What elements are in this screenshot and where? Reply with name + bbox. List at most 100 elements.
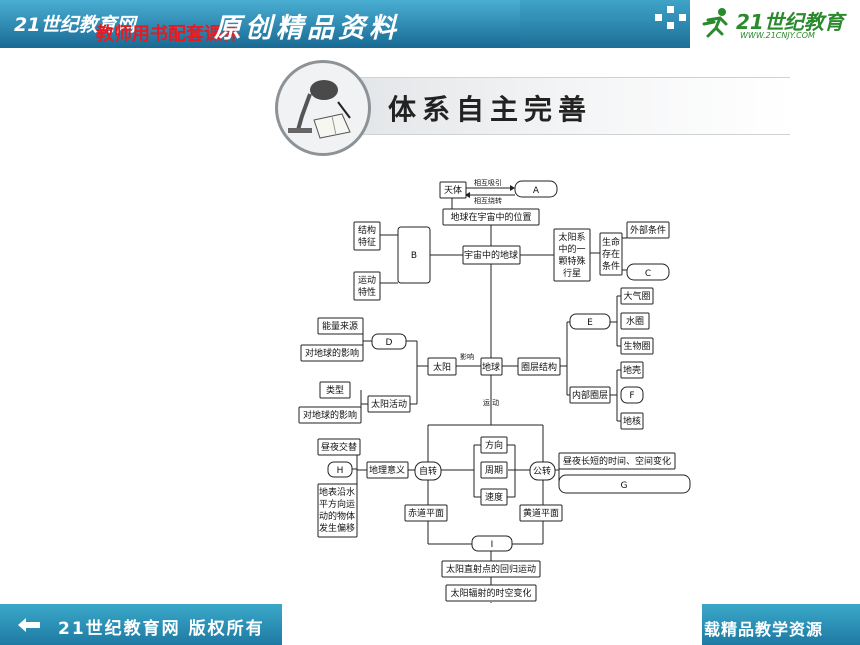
node-h: H <box>327 461 353 478</box>
node-g: G <box>558 474 691 494</box>
svg-text:动的物体: 动的物体 <box>319 510 355 522</box>
svg-text:颗特殊: 颗特殊 <box>558 255 585 267</box>
svg-text:能量来源: 能量来源 <box>322 320 358 332</box>
node-zhouqi: 周期 <box>480 461 508 479</box>
svg-text:特性: 特性 <box>358 286 376 298</box>
node-c: C <box>626 263 670 281</box>
logo[interactable]: 21世纪教育 WWW.21CNJY.COM <box>690 0 860 48</box>
node-weizhi: 地球在宇宙中的位置 <box>442 208 540 226</box>
svg-text:圈层结构: 圈层结构 <box>521 361 557 373</box>
label-xianghu-xiyin: 相互吸引 <box>474 178 502 187</box>
node-shuiquan: 水圈 <box>620 312 650 330</box>
svg-text:对地球的影响: 对地球的影响 <box>303 409 357 421</box>
svg-text:太阳辐射的时空变化: 太阳辐射的时空变化 <box>450 587 531 599</box>
node-zizhuan: 自转 <box>414 461 442 481</box>
svg-text:周期: 周期 <box>485 465 503 476</box>
svg-text:太阳活动: 太阳活动 <box>371 398 407 410</box>
svg-text:生命: 生命 <box>602 236 620 248</box>
node-dihe: 地核 <box>620 412 644 430</box>
desk-lamp-icon <box>288 80 351 139</box>
svg-text:天体: 天体 <box>444 184 462 196</box>
node-yingxiang2: 对地球的影响 <box>298 406 362 424</box>
node-zhouye-changduan: 昼夜长短的时间、空间变化 <box>558 452 676 470</box>
svg-text:E: E <box>587 318 593 328</box>
runner-icon <box>702 8 728 38</box>
svg-text:外部条件: 外部条件 <box>630 224 666 236</box>
back-arrow-icon[interactable] <box>18 618 40 632</box>
svg-text:水圈: 水圈 <box>626 315 644 327</box>
node-huodong: 太阳活动 <box>367 395 411 413</box>
node-nengliang: 能量来源 <box>317 317 364 335</box>
svg-text:公转: 公转 <box>533 465 551 477</box>
node-dili-yiyi: 地理意义 <box>366 461 409 479</box>
svg-text:I: I <box>491 540 494 550</box>
svg-text:G: G <box>621 481 628 491</box>
footer-copyright: 21世纪教育网 版权所有 <box>58 619 265 639</box>
node-diqiao: 地壳 <box>620 361 644 379</box>
svg-text:内部圈层: 内部圈层 <box>572 389 608 401</box>
section-title: 体系自主完善 <box>388 93 593 126</box>
footer-resources: 载精品教学资源 <box>704 620 824 639</box>
node-yuzhou-diqiu: 宇宙中的地球 <box>462 245 521 265</box>
svg-text:自转: 自转 <box>419 465 437 477</box>
node-e: E <box>569 313 611 330</box>
svg-text:中的一: 中的一 <box>558 243 585 255</box>
svg-text:A: A <box>533 186 540 196</box>
node-gongzhuan: 公转 <box>529 461 556 481</box>
node-yingxiang1: 对地球的影响 <box>300 344 364 362</box>
node-fangxiang: 方向 <box>480 436 508 454</box>
node-leixing: 类型 <box>319 381 351 399</box>
site-slogan: 原创精品资料 <box>214 13 400 44</box>
svg-text:方向: 方向 <box>485 439 503 451</box>
svg-text:存在: 存在 <box>602 248 620 260</box>
svg-text:D: D <box>386 338 393 348</box>
footer-overlay <box>282 603 702 645</box>
logo-url: WWW.21CNJY.COM <box>740 31 815 40</box>
svg-text:行星: 行星 <box>563 267 581 279</box>
svg-text:地核: 地核 <box>623 415 641 427</box>
site-name: 21世纪教育网 <box>14 14 136 36</box>
node-jiegou-tezheng: 结构 特征 <box>353 221 381 251</box>
node-zhouye: 昼夜交替 <box>317 438 361 456</box>
svg-text:地壳: 地壳 <box>623 364 641 376</box>
node-shengming: 生命 存在 条件 <box>599 232 623 276</box>
node-neibu: 内部圈层 <box>569 386 611 404</box>
svg-text:赤道平面: 赤道平面 <box>408 507 444 519</box>
node-chidao: 赤道平面 <box>404 504 448 522</box>
node-a: A <box>514 180 558 198</box>
svg-text:地球: 地球 <box>482 361 500 373</box>
svg-text:昼夜交替: 昼夜交替 <box>321 441 357 453</box>
label-yingxiang: 影响 <box>460 352 474 361</box>
svg-text:B: B <box>411 251 417 261</box>
svg-text:F: F <box>629 391 634 401</box>
svg-text:大气圈: 大气圈 <box>623 290 650 302</box>
svg-text:条件: 条件 <box>602 260 620 272</box>
node-daqi: 大气圈 <box>620 287 654 305</box>
section-banner <box>300 77 790 135</box>
logo-name: 21世纪教育 <box>736 10 844 34</box>
node-b: B <box>397 226 431 284</box>
node-yundong-texing: 运动 特性 <box>353 271 381 301</box>
svg-text:宇宙中的地球: 宇宙中的地球 <box>464 249 518 261</box>
node-taiyang: 太阳 <box>427 357 457 376</box>
svg-text:结构: 结构 <box>358 224 376 236</box>
svg-text:C: C <box>645 269 651 279</box>
node-teshu-xingxing: 太阳系 中的一 颗特殊 行星 <box>553 228 591 282</box>
svg-text:地球在宇宙中的位置: 地球在宇宙中的位置 <box>450 211 531 223</box>
label-yundong: 运 动 <box>483 398 499 407</box>
svg-text:太阳直射点的回归运动: 太阳直射点的回归运动 <box>446 563 536 575</box>
svg-text:速度: 速度 <box>485 491 503 503</box>
svg-text:运动: 运动 <box>358 275 376 286</box>
node-tianti: 天体 <box>439 181 467 199</box>
svg-text:对地球的影响: 对地球的影响 <box>305 347 359 359</box>
svg-text:特征: 特征 <box>358 236 376 248</box>
node-i: I <box>471 535 513 552</box>
banner-emblem <box>275 60 371 156</box>
svg-text:地理意义: 地理意义 <box>369 464 405 476</box>
node-piancuo: 地表沿水 平方向运 动的物体 发生偏移 <box>317 483 358 538</box>
header-bar: 21世纪教育网 教师用书配套课件 原创精品资料 21世纪教育 WWW.21CNJ… <box>0 0 860 48</box>
svg-text:太阳系: 太阳系 <box>558 231 585 243</box>
svg-text:地表沿水: 地表沿水 <box>319 486 355 498</box>
svg-text:发生偏移: 发生偏移 <box>319 522 355 534</box>
